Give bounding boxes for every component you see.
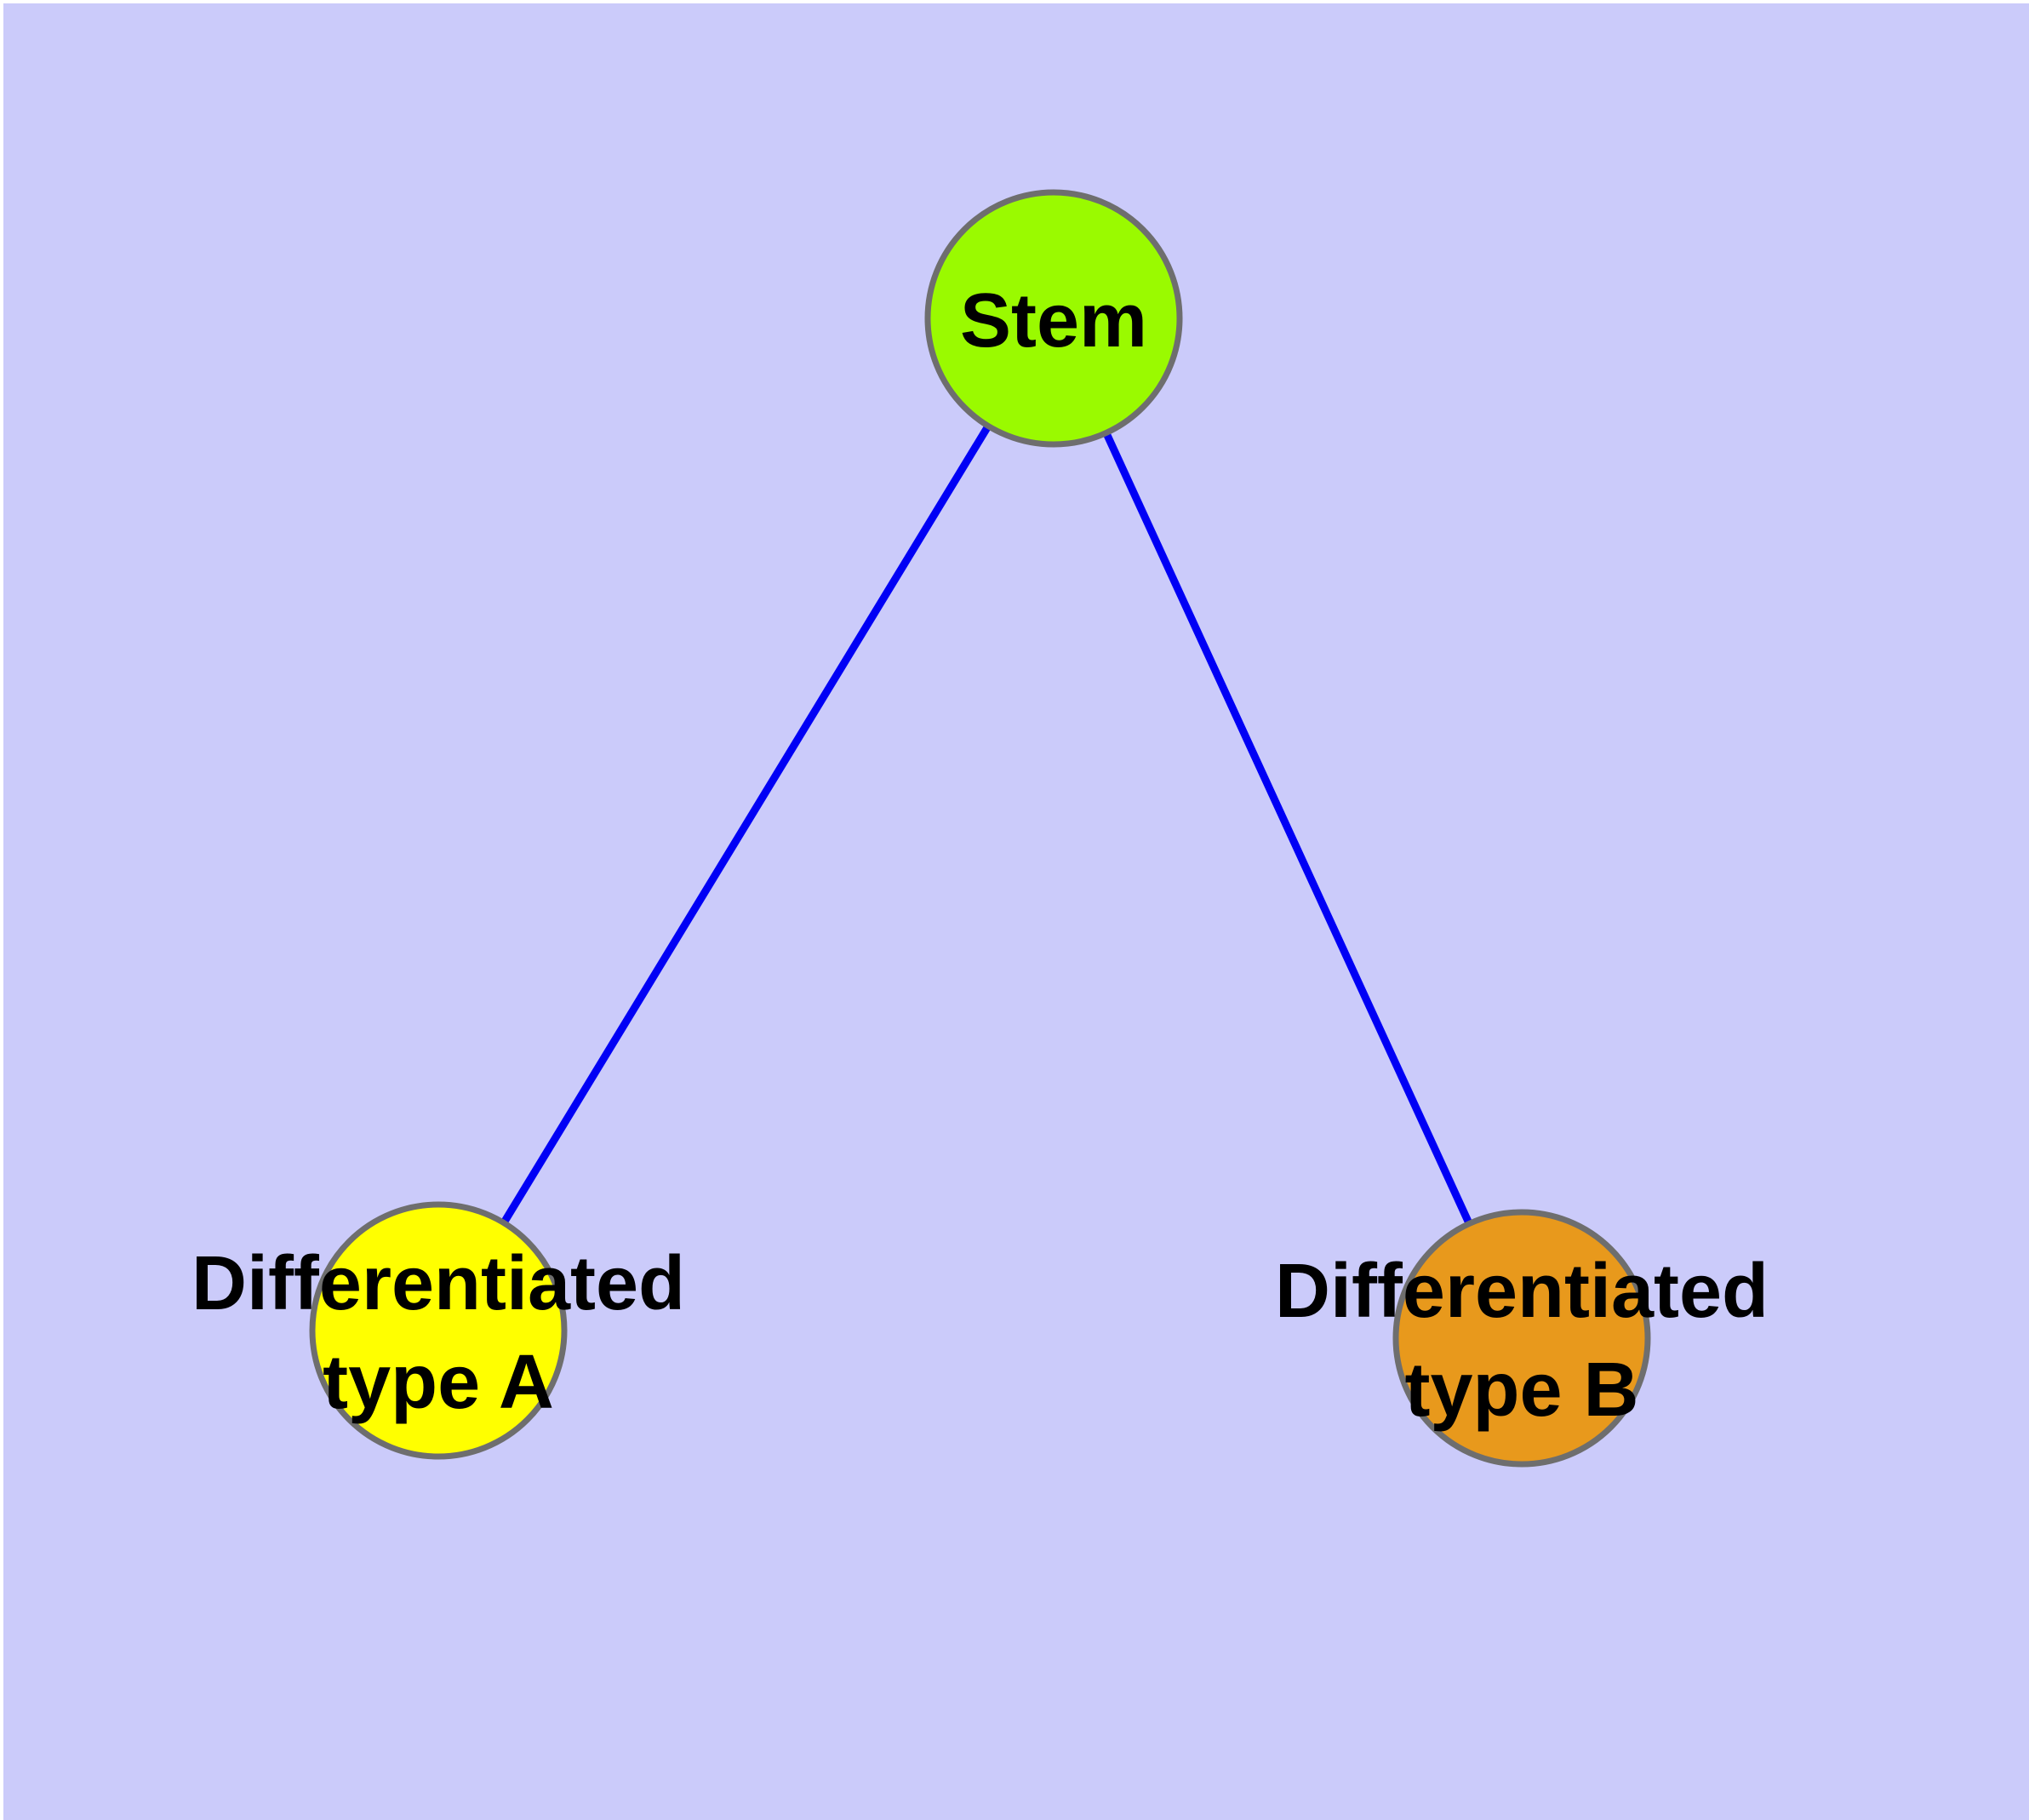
node-stem-circle <box>924 189 1183 448</box>
node-diff-b-circle <box>1392 1209 1651 1468</box>
edge-stem-to-diff-b <box>1049 317 1526 1340</box>
edge-stem-to-diff-a <box>435 316 1057 1333</box>
node-diff-a-circle <box>309 1201 568 1460</box>
node-stem-label: Stem <box>960 278 1147 363</box>
